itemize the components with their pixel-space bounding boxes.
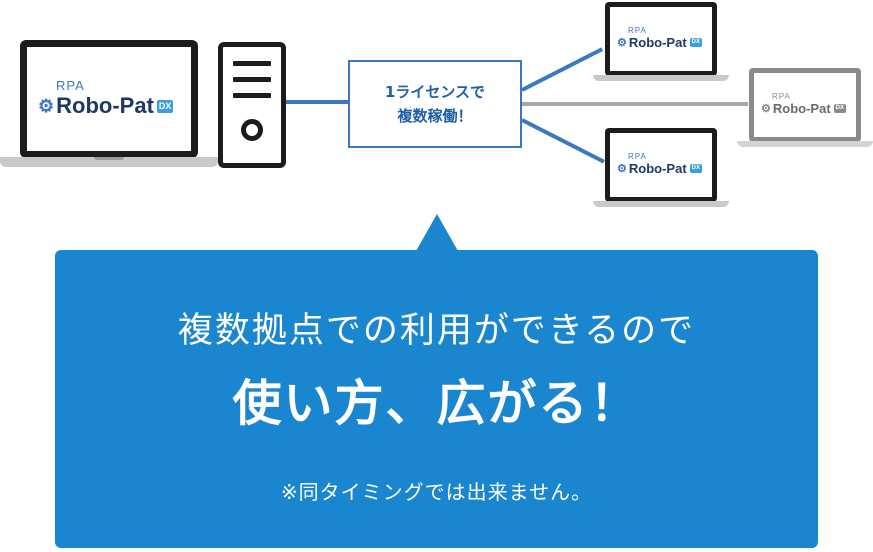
robopat-logo: RPA ⚙ Robo-Pat DX <box>617 26 702 50</box>
logo-badge: DX <box>689 164 702 173</box>
logo-brand: Robo-Pat <box>628 161 687 176</box>
license-line-2: 複数稼働！ <box>397 107 473 125</box>
logo-rpa: RPA <box>772 92 791 101</box>
license-line-1: 1ライセンスで <box>384 83 486 101</box>
logo-badge: DX <box>833 104 846 113</box>
server-slot <box>233 77 271 82</box>
gear-icon: ⚙ <box>761 103 771 115</box>
laptop-remote-top: RPA ⚙ Robo-Pat DX <box>593 2 729 82</box>
laptop-notch <box>94 157 124 160</box>
laptop-remote-middle: RPA ⚙ Robo-Pat DX <box>737 68 873 148</box>
link-license-top <box>521 47 604 92</box>
robopat-logo: RPA ⚙ Robo-Pat DX <box>761 92 846 116</box>
gear-icon: ⚙ <box>38 95 55 116</box>
callout-pointer <box>416 214 458 251</box>
logo-rpa: RPA <box>56 78 85 93</box>
license-box: 1ライセンスで 複数稼働！ <box>348 60 522 148</box>
robopat-logo: RPA ⚙ Robo-Pat DX <box>617 152 702 176</box>
laptop-base <box>0 157 218 167</box>
logo-badge: DX <box>689 38 702 47</box>
link-server-license <box>286 100 348 104</box>
callout-lead: 複数拠点での利用ができるので <box>177 311 696 351</box>
robopat-logo: RPA ⚙ Robo-Pat DX <box>38 78 174 119</box>
server-slot <box>233 93 271 98</box>
laptop-base <box>593 201 729 207</box>
server-slot <box>233 61 271 66</box>
link-license-middle <box>522 102 748 106</box>
callout-box: 複数拠点での利用ができるので 使い方、広がる！ ※同タイミングでは出来ません。 <box>55 250 818 548</box>
server-knob <box>241 119 263 141</box>
gear-icon: ⚙ <box>617 163 627 175</box>
logo-brand: Robo-Pat <box>772 101 831 116</box>
logo-brand: Robo-Pat <box>56 93 154 118</box>
callout-headline: 使い方、広がる！ <box>232 375 641 432</box>
logo-rpa: RPA <box>628 26 647 35</box>
server-icon <box>218 42 286 168</box>
laptop-remote-bottom: RPA ⚙ Robo-Pat DX <box>593 128 729 208</box>
laptop-main: RPA ⚙ Robo-Pat DX <box>0 40 218 168</box>
logo-rpa: RPA <box>628 152 647 161</box>
gear-icon: ⚙ <box>617 37 627 49</box>
logo-brand: Robo-Pat <box>628 35 687 50</box>
laptop-base <box>737 141 873 147</box>
laptop-screen <box>27 47 191 151</box>
callout-note: ※同タイミングでは出来ません。 <box>280 480 593 504</box>
laptop-base <box>593 75 729 81</box>
logo-badge: DX <box>156 99 174 113</box>
